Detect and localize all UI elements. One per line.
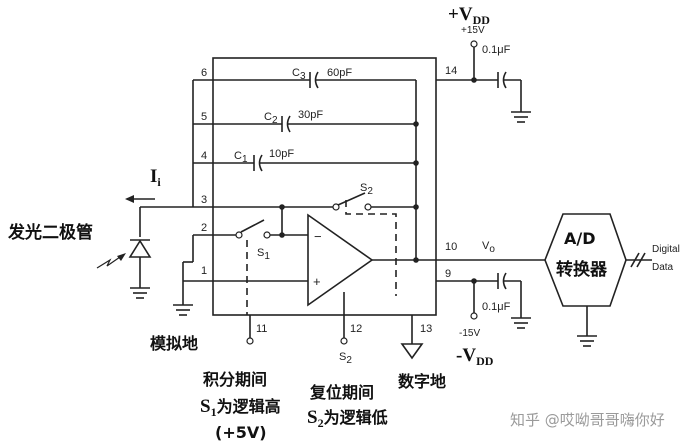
cap-c2-value: 30pF bbox=[298, 109, 323, 121]
reset-line1: 复位期间 bbox=[309, 383, 374, 402]
cap-c3-name: C3 bbox=[292, 67, 306, 82]
supply-top-network bbox=[436, 40, 531, 123]
pin-number: 10 bbox=[445, 241, 457, 253]
photodiode-label: 发光二极管 bbox=[7, 222, 93, 243]
supply-top-voltage: +15V bbox=[461, 25, 485, 36]
supply-bottom-network bbox=[436, 272, 531, 329]
current-arrow-icon bbox=[125, 195, 155, 203]
pin-numbers: 6 5 4 3 2 1 14 10 9 11 12 13 bbox=[201, 65, 457, 335]
digital-data-line2: Data bbox=[652, 262, 674, 273]
supply-bottom-label: -VDD bbox=[456, 345, 494, 368]
supply-bottom-voltage: -15V bbox=[459, 328, 480, 339]
switch-s1-label: S1 bbox=[257, 247, 270, 262]
decoupling-cap-bottom-value: 0.1μF bbox=[482, 301, 511, 313]
cap-c1-row bbox=[213, 154, 416, 172]
cap-c1-value: 10pF bbox=[269, 148, 294, 160]
pin-number: 1 bbox=[201, 265, 207, 277]
integrate-line3: (+5V) bbox=[215, 423, 267, 442]
cap-c3-row bbox=[213, 71, 416, 89]
cap-labels: C3 60pF C2 30pF C1 10pF 0.1μF 0.1μF bbox=[234, 44, 511, 313]
analog-ground-label: 模拟地 bbox=[150, 334, 198, 353]
pin-number: 4 bbox=[201, 150, 207, 162]
pin-number: 9 bbox=[445, 268, 451, 280]
integrate-line1: 积分期间 bbox=[203, 370, 267, 389]
cap-c3-value: 60pF bbox=[327, 67, 352, 79]
opamp-minus: − bbox=[314, 229, 322, 244]
watermark: 知乎 @哎呦哥哥嗨你好 bbox=[510, 411, 665, 429]
reset-note: 复位期间 S2为逻辑低 bbox=[307, 383, 388, 430]
pin-number: 6 bbox=[201, 67, 207, 79]
reset-line2: S2为逻辑低 bbox=[307, 407, 388, 430]
adc-label-line1: A/D bbox=[564, 229, 596, 248]
switch-s2 bbox=[213, 192, 419, 296]
bottom-pins bbox=[246, 292, 424, 360]
pin-number: 13 bbox=[420, 323, 432, 335]
opamp-plus: + bbox=[313, 274, 321, 289]
cap-c2-row bbox=[213, 115, 416, 133]
opamp: − + bbox=[213, 213, 545, 307]
digital-ground-label: 数字地 bbox=[398, 372, 446, 391]
adc-label-line2: 转换器 bbox=[556, 259, 608, 280]
output-label: Vo bbox=[482, 240, 495, 255]
pin-number: 11 bbox=[256, 323, 267, 335]
pin-number: 2 bbox=[201, 222, 207, 234]
pin-number: 14 bbox=[445, 65, 457, 77]
pin-number: 12 bbox=[350, 323, 362, 335]
cap-c2-name: C2 bbox=[264, 111, 278, 126]
digital-data-line1: Digital bbox=[652, 244, 680, 255]
switch-s2-label: S2 bbox=[360, 182, 373, 197]
pin12-label: S2 bbox=[339, 351, 352, 366]
switch-s1 bbox=[213, 204, 308, 315]
photodiode-icon bbox=[96, 207, 152, 299]
decoupling-cap-top-value: 0.1μF bbox=[482, 44, 511, 56]
analog-ground-icon bbox=[173, 262, 193, 316]
adc-block: A/D 转换器 bbox=[544, 213, 652, 347]
integrate-note: 积分期间 S1为逻辑高 (+5V) bbox=[200, 370, 281, 442]
pin-number: 5 bbox=[201, 111, 207, 123]
pin-wires bbox=[140, 79, 213, 282]
supply-top-label: +VDD bbox=[448, 4, 490, 27]
chip-body bbox=[212, 57, 437, 316]
current-label: Ii bbox=[150, 166, 161, 189]
pin-number: 3 bbox=[201, 194, 207, 206]
integrate-line2: S1为逻辑高 bbox=[200, 396, 281, 419]
cap-c1-name: C1 bbox=[234, 150, 248, 165]
digital-ground-icon bbox=[400, 343, 424, 360]
